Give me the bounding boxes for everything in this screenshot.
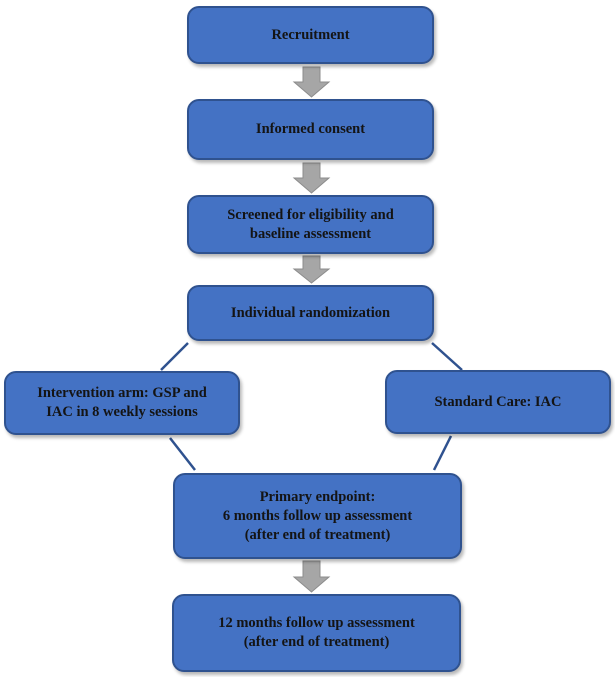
screening-label: Screened for eligibility and baseline as… — [227, 206, 394, 242]
randomization-label: Individual randomization — [230, 304, 391, 321]
followup-12-months-label: 12 months follow up assessment (after en… — [218, 615, 415, 650]
screening-box: Screened for eligibility and baseline as… — [187, 195, 434, 254]
connector-randomization-to-intervention — [160, 342, 189, 371]
informed-consent-label: Informed consent — [255, 121, 366, 137]
standard-care-label: Standard Care: IAC — [434, 393, 562, 410]
arrow-endpoint-to-followup — [292, 560, 331, 593]
recruitment-box: Recruitment — [187, 6, 434, 64]
recruitment-label: Recruitment — [271, 26, 350, 43]
intervention-arm-label: Intervention arm: GSP and IAC in 8 weekl… — [37, 385, 207, 420]
arrow-consent-to-screening — [292, 162, 331, 194]
standard-care-box: Standard Care: IAC — [385, 370, 611, 434]
intervention-arm-box: Intervention arm: GSP and IAC in 8 weekl… — [4, 371, 240, 435]
connector-randomization-to-standard-care — [431, 342, 463, 371]
followup-12-months-box: 12 months follow up assessment (after en… — [172, 594, 461, 672]
arrow-recruitment-to-consent — [292, 66, 331, 98]
primary-endpoint-label: Primary endpoint: 6 months follow up ass… — [222, 488, 413, 543]
randomization-box: Individual randomization — [187, 285, 434, 341]
primary-endpoint-box: Primary endpoint: 6 months follow up ass… — [173, 473, 462, 559]
arrow-screening-to-randomization — [292, 255, 331, 284]
connector-intervention-to-endpoint — [169, 437, 196, 471]
informed-consent-box: Informed consent — [187, 99, 434, 160]
connector-standard-care-to-endpoint — [432, 435, 453, 471]
